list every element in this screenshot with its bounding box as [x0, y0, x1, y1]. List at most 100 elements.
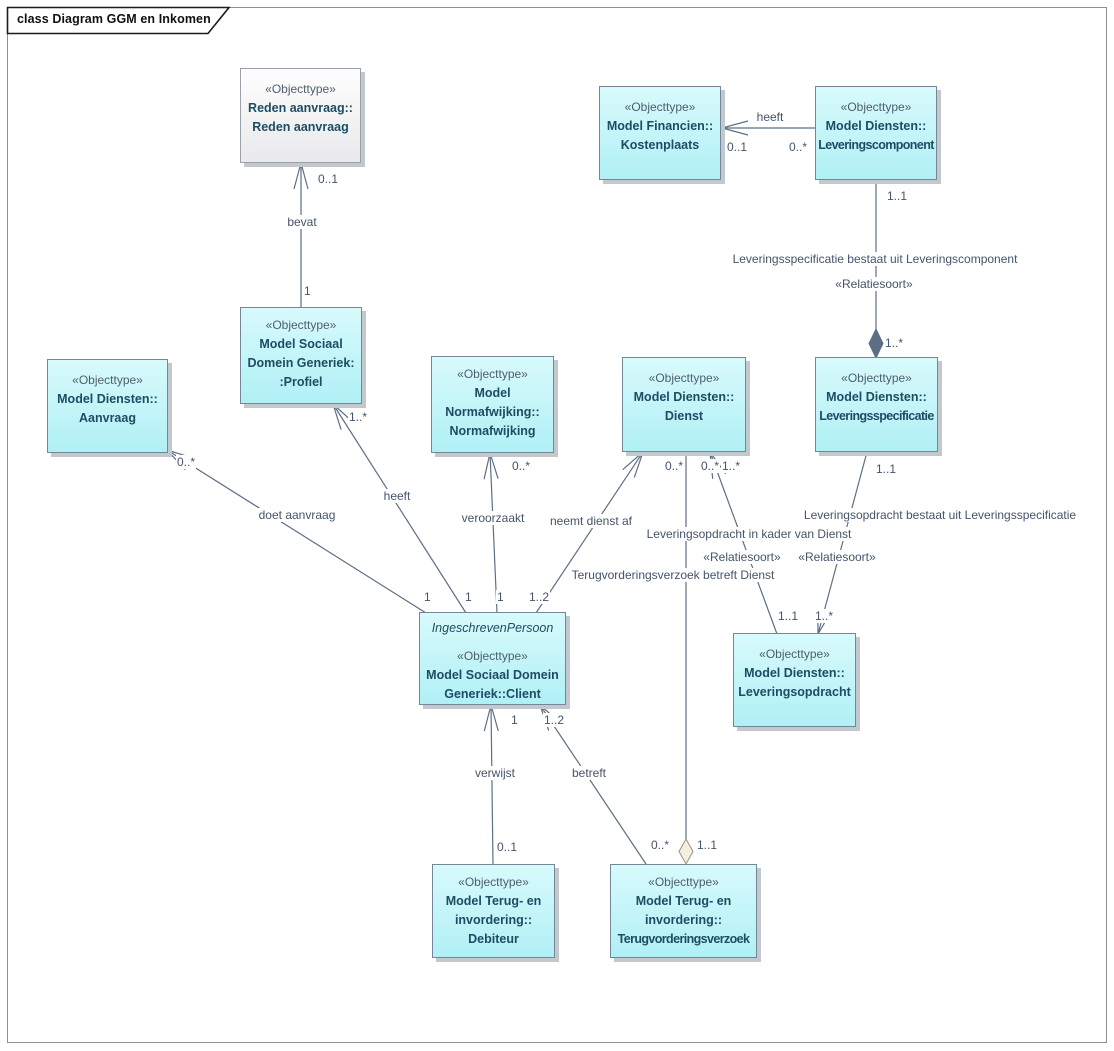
node-leveringsspecificatie[interactable]: «Objecttype» Model Diensten:: Leveringss…	[815, 357, 938, 452]
edge-stereotype-relatiesoort: «Relatiesoort»	[797, 550, 877, 564]
node-name: Domein Generiek:	[247, 356, 355, 370]
edge-heeft-kostenplaats[interactable]	[719, 120, 815, 136]
node-name: Normafwijking::	[445, 405, 540, 419]
node-name: Reden aanvraag	[252, 120, 349, 134]
edge-terugvorderingsverzoek-betreft-dienst[interactable]	[678, 452, 694, 866]
node-name: Kostenplaats	[620, 138, 700, 152]
node-client[interactable]: IngeschrevenPersoon «Objecttype» Model S…	[419, 612, 566, 705]
node-name: invordering::	[454, 913, 533, 927]
node-name: Aanvraag	[79, 411, 136, 425]
edge-doet-aanvraag[interactable]	[165, 448, 427, 614]
stereotype: «Objecttype»	[265, 318, 337, 332]
edge-label-bestaat-uit-leveringscomponent: Leveringsspecificatie bestaat uit Leveri…	[731, 252, 1019, 266]
edge-label-doet-aanvraag: doet aanvraag	[257, 508, 337, 522]
edge-leveringsopdracht-bestaat-uit-leveringsspecificatie[interactable]	[817, 451, 868, 637]
stereotype: «Objecttype»	[265, 82, 336, 96]
stereotype: «Objecttype»	[841, 371, 912, 385]
edge-label-neemt-dienst-af: neemt dienst af	[548, 514, 634, 528]
edge-label-verwijst: verwijst	[473, 766, 517, 780]
node-name: Reden aanvraag::	[248, 101, 353, 115]
edge-label-in-kader-van-dienst: Leveringsopdracht in kader van Dienst	[645, 527, 853, 541]
stereotype: «Objecttype»	[72, 373, 143, 387]
edge-label-tvv-betreft-dienst: Terugvorderingsverzoek betreft Dienst	[570, 568, 776, 582]
stereotype: «Objecttype»	[648, 371, 720, 385]
multiplicity: 1..1	[777, 609, 800, 623]
stereotype: «Objecttype»	[759, 647, 830, 661]
node-name: Model Sociaal Domein	[426, 668, 559, 682]
instance-name: IngeschrevenPersoon	[431, 621, 554, 635]
multiplicity: 1..*	[884, 336, 905, 350]
multiplicity: 0..*	[511, 459, 532, 473]
multiplicity: 1..*	[348, 410, 369, 424]
edge-verwijst[interactable]	[483, 702, 499, 866]
node-name: Normafwijking	[449, 424, 536, 438]
node-name: Leveringsspecificatie	[819, 409, 934, 423]
multiplicity: 0..*	[788, 140, 809, 154]
multiplicity: 1	[303, 284, 312, 298]
diagram-title-tab	[6, 6, 231, 35]
node-profiel[interactable]: «Objecttype» Model Sociaal Domein Generi…	[240, 307, 362, 404]
edge-heeft-profiel[interactable]	[331, 402, 467, 614]
multiplicity: 0..*	[700, 459, 721, 473]
node-name: Terugvorderingsverzoek	[617, 932, 750, 946]
edge-label-veroorzaakt: veroorzaakt	[460, 511, 526, 525]
node-name: Generiek::Client	[444, 687, 541, 701]
edge-bevat[interactable]	[293, 160, 309, 307]
edge-leveringsopdracht-in-kader-van-dienst[interactable]	[709, 449, 778, 635]
edge-label-heeft-profiel: heeft	[382, 489, 412, 503]
edge-stereotype-relatiesoort: «Relatiesoort»	[702, 550, 782, 564]
multiplicity: 1..1	[875, 462, 898, 476]
node-name: Model Terug- en	[635, 894, 732, 908]
node-name: Leveringsopdracht	[738, 685, 851, 699]
node-name: Debiteur	[468, 932, 519, 946]
multiplicity: 1..1	[886, 189, 909, 203]
node-name: Model Sociaal	[259, 337, 343, 351]
node-dienst[interactable]: «Objecttype» Model Diensten:: Dienst	[622, 357, 746, 452]
multiplicity: 0..1	[317, 172, 340, 186]
multiplicity: 1	[423, 590, 432, 604]
edge-veroorzaakt[interactable]	[483, 450, 499, 614]
edge-leveringsspecificatie-bestaat-uit-leveringscomponent[interactable]	[868, 181, 884, 360]
node-name: :Profiel	[279, 375, 323, 389]
edge-label-betreft: betreft	[570, 766, 608, 780]
multiplicity: 1	[510, 713, 519, 727]
node-terugvorderingsverzoek[interactable]: «Objecttype» Model Terug- en invordering…	[610, 864, 757, 958]
node-name: Model Diensten::	[57, 392, 158, 406]
node-leveringsopdracht[interactable]: «Objecttype» Model Diensten:: Leveringso…	[733, 633, 856, 727]
multiplicity: 1..1	[696, 838, 719, 852]
multiplicity: 0..*	[664, 459, 685, 473]
node-name: Model	[474, 386, 511, 400]
node-aanvraag[interactable]: «Objecttype» Model Diensten:: Aanvraag	[47, 359, 168, 453]
node-reden-aanvraag[interactable]: «Objecttype» Reden aanvraag:: Reden aanv…	[240, 68, 361, 163]
edge-label-bestaat-uit-leveringsspecificatie: Leveringsopdracht bestaat uit Leveringss…	[802, 508, 1078, 522]
node-leveringscomponent[interactable]: «Objecttype» Model Diensten:: Leveringsc…	[815, 86, 937, 180]
edge-betreft[interactable]	[538, 703, 647, 865]
edge-neemt-dienst-af[interactable]	[535, 450, 645, 614]
multiplicity: 1..2	[528, 590, 551, 604]
multiplicity: 0..1	[726, 140, 749, 154]
multiplicity: 0..*	[176, 455, 197, 469]
node-debiteur[interactable]: «Objecttype» Model Terug- en invordering…	[432, 864, 555, 958]
multiplicity: 0..1	[496, 840, 519, 854]
edge-label-bevat: bevat	[286, 215, 318, 229]
node-name: Model Financien::	[606, 119, 714, 133]
diagram-frame	[7, 7, 1107, 1043]
node-name: Model Terug- en	[445, 894, 542, 908]
diagram-title: class Diagram GGM en Inkomen	[17, 12, 211, 26]
node-name: invordering::	[644, 913, 723, 927]
node-normafwijking[interactable]: «Objecttype» Model Normafwijking:: Norma…	[431, 356, 554, 453]
multiplicity: 1	[464, 590, 473, 604]
multiplicity: 1..*	[814, 609, 835, 623]
stereotype: «Objecttype»	[458, 875, 529, 889]
edge-label-heeft: heeft	[755, 110, 785, 124]
multiplicity: 1..*	[721, 459, 742, 473]
node-kostenplaats[interactable]: «Objecttype» Model Financien:: Kostenpla…	[599, 86, 721, 180]
node-name: Model Diensten::	[826, 390, 927, 404]
edge-stereotype-relatiesoort: «Relatiesoort»	[834, 277, 914, 291]
multiplicity: 1..2	[543, 713, 566, 727]
stereotype: «Objecttype»	[457, 367, 528, 381]
node-name: Model Diensten::	[633, 390, 735, 404]
node-name: Leveringscomponent	[818, 138, 934, 152]
multiplicity: 0..*	[650, 838, 671, 852]
stereotype: «Objecttype»	[624, 100, 696, 114]
